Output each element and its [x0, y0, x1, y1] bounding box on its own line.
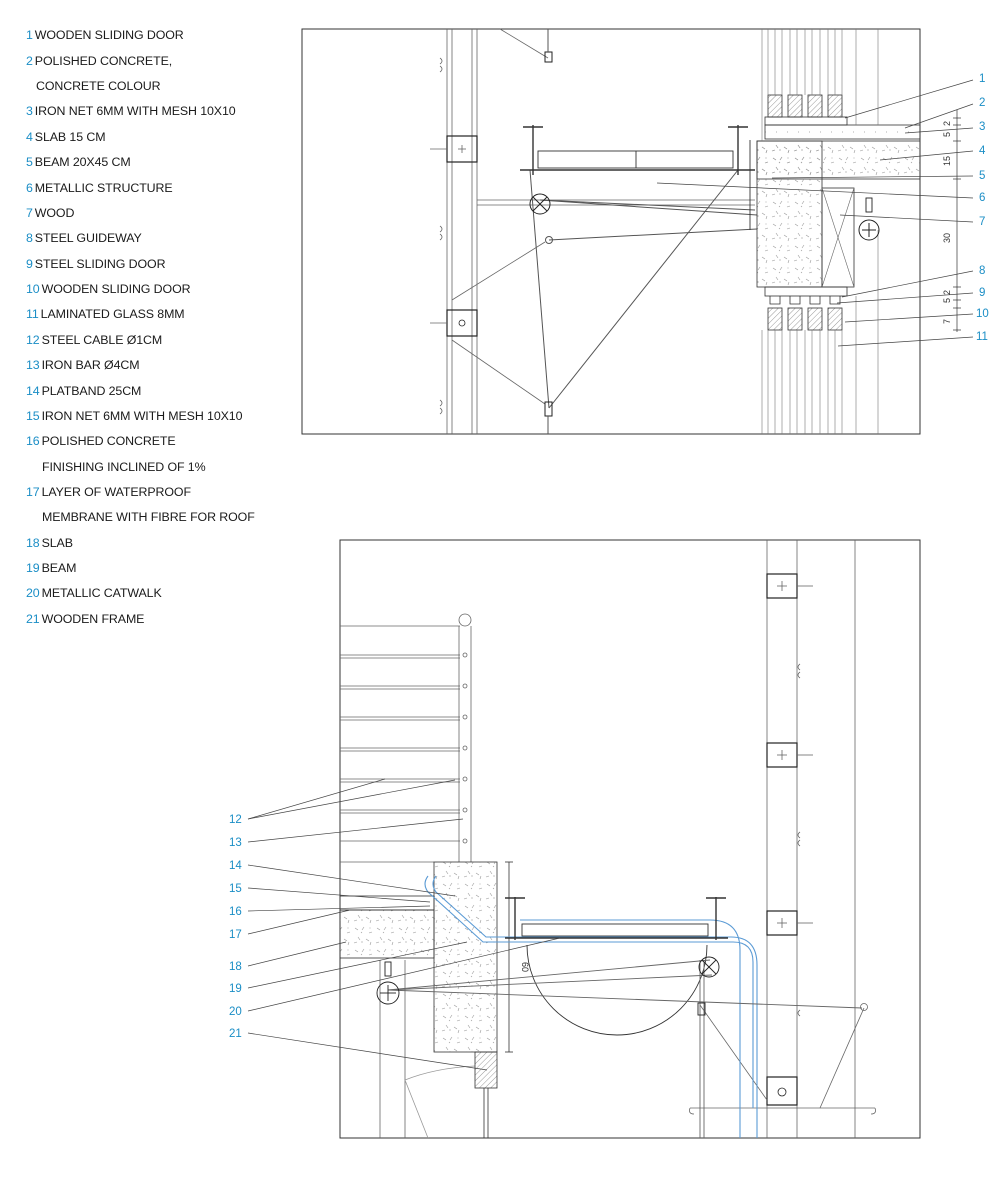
dimension-label: 30	[942, 233, 952, 243]
dimension-label: 2	[942, 290, 952, 295]
cable-system	[529, 29, 758, 434]
legend-item-continuation: CONCRETE COLOUR	[36, 79, 161, 93]
metallic-catwalk-bottom	[376, 897, 863, 1138]
top-leader-lines	[656, 79, 974, 347]
callout-19: 19	[229, 983, 242, 995]
dimension-label-60: 60	[520, 962, 530, 972]
dimension-label: 5	[942, 298, 952, 303]
callout-8: 8	[979, 265, 985, 277]
callout-12: 12	[229, 814, 242, 826]
bottom-leader-lines	[247, 778, 561, 1071]
callout-11: 11	[976, 331, 988, 343]
legend-item-continuation: FINISHING INCLINED OF 1%	[42, 460, 206, 474]
top-detail-frame	[301, 28, 921, 435]
callout-1: 1	[979, 73, 985, 85]
callout-5: 5	[979, 170, 985, 182]
callout-17: 17	[229, 929, 242, 941]
callout-4: 4	[979, 145, 986, 157]
slab-and-beam-bottom	[339, 861, 513, 1138]
callout-15: 15	[229, 883, 242, 895]
callout-16: 16	[229, 906, 242, 918]
slab-and-beam-top	[756, 29, 921, 434]
top-detail-section: 2 5 15 30 5 2 7 1 2 3 4 5 6 7 8 9 10 11	[301, 28, 989, 435]
callout-7: 7	[979, 216, 985, 228]
callout-10: 10	[976, 308, 989, 320]
bottom-detail-frame	[339, 539, 921, 1139]
legend-item-continuation: MEMBRANE WITH FIBRE FOR ROOF	[42, 510, 255, 524]
callout-14: 14	[229, 860, 242, 872]
callout-20: 20	[229, 1006, 242, 1018]
callout-9: 9	[979, 287, 985, 299]
dimension-label: 15	[942, 156, 952, 166]
callout-13: 13	[229, 837, 242, 849]
callout-6: 6	[979, 192, 985, 204]
callout-18: 18	[229, 961, 242, 973]
dimension-label: 2	[942, 121, 952, 126]
bottom-detail-section: 60	[229, 539, 921, 1139]
waterproof-membrane	[424, 875, 758, 1138]
metallic-catwalk-top	[520, 125, 755, 230]
dimension-label: 5	[942, 132, 952, 137]
callout-2: 2	[979, 97, 985, 109]
railing-bars	[340, 613, 476, 1139]
callout-21: 21	[229, 1028, 242, 1040]
right-column	[689, 540, 876, 1138]
dimension-label: 7	[942, 319, 952, 324]
callout-3: 3	[979, 121, 985, 133]
left-column	[430, 28, 755, 434]
